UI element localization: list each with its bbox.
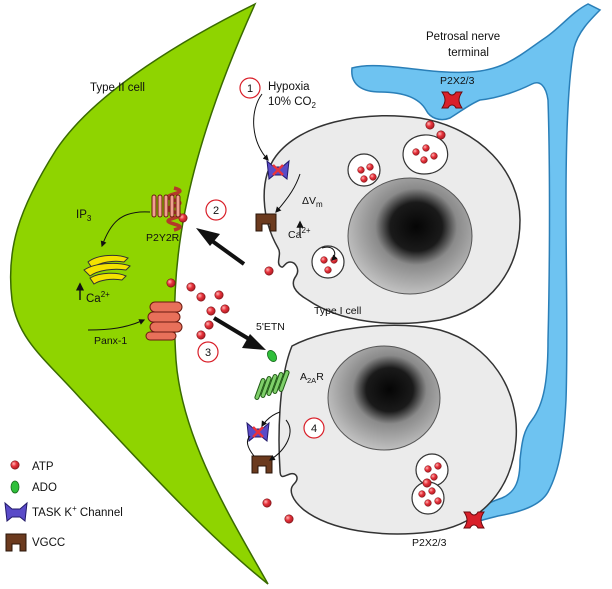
svg-text:3: 3	[205, 347, 211, 359]
petrosal-label-line2: terminal	[448, 47, 489, 59]
p2x-receptor-bottom	[463, 511, 485, 529]
petrosal-label-line1: Petrosal nerve	[426, 31, 500, 43]
co2-label: 10% CO2	[268, 96, 316, 110]
type-ii-cell-label: Type II cell	[90, 82, 145, 94]
thick-arrows	[196, 228, 266, 350]
panx-1-channel	[145, 301, 183, 341]
endoplasmic-reticulum	[83, 254, 131, 285]
p2x-bottom-label: P2X2/3	[412, 537, 447, 549]
ip3-label: IP3	[76, 209, 92, 223]
ca-type-i-label: Ca2+	[288, 226, 311, 241]
atp-icon	[10, 460, 20, 470]
step-3: 3	[197, 341, 219, 363]
vesicle	[347, 153, 381, 187]
legend-label-vgcc: VGCC	[32, 537, 65, 549]
p2x-top-label: P2X2/3	[440, 75, 475, 87]
a2ar-label: A2AR	[300, 371, 324, 385]
step-1: 1	[239, 77, 261, 99]
vgcc-top	[255, 213, 277, 232]
delta-vm-label: ΔVm	[302, 195, 323, 209]
task-channel-top	[266, 159, 290, 180]
ado-molecule	[267, 350, 277, 362]
svg-text:2: 2	[213, 205, 219, 217]
vgcc-bottom	[251, 455, 273, 474]
svg-text:1: 1	[247, 83, 253, 95]
panx-1-label: Panx-1	[94, 335, 127, 347]
etn-label: 5'ETN	[256, 321, 285, 333]
vesicle	[415, 453, 449, 487]
p2x-receptor-top	[441, 91, 463, 109]
legend-label-atp: ATP	[32, 461, 54, 473]
type-i-cell-top	[263, 115, 521, 325]
a2ar-receptor	[254, 370, 290, 400]
vgcc-icon	[5, 533, 27, 552]
signal-arrows	[75, 93, 338, 461]
legend: ATP ADO TASK K+ Channel VGCC	[4, 460, 123, 552]
ado-icon	[10, 480, 20, 494]
hypoxia-label: Hypoxia	[268, 81, 310, 93]
p2y2r-receptor	[151, 186, 182, 232]
task-channel-bottom	[246, 421, 270, 442]
ca-type-ii-label: Ca2+	[86, 290, 110, 305]
step-2: 2	[205, 199, 227, 221]
step-4: 4	[303, 417, 325, 439]
vesicle	[311, 245, 345, 279]
task-channel-icon	[4, 501, 28, 522]
legend-label-ado: ADO	[32, 482, 57, 494]
type-i-cell-label: Type I cell	[314, 305, 361, 317]
p2y2r-label: P2Y2R	[146, 232, 180, 244]
vesicle	[402, 134, 449, 175]
svg-text:4: 4	[311, 423, 317, 435]
type-i-cell-bottom	[278, 324, 518, 535]
legend-label-task: TASK K+ Channel	[32, 504, 123, 519]
